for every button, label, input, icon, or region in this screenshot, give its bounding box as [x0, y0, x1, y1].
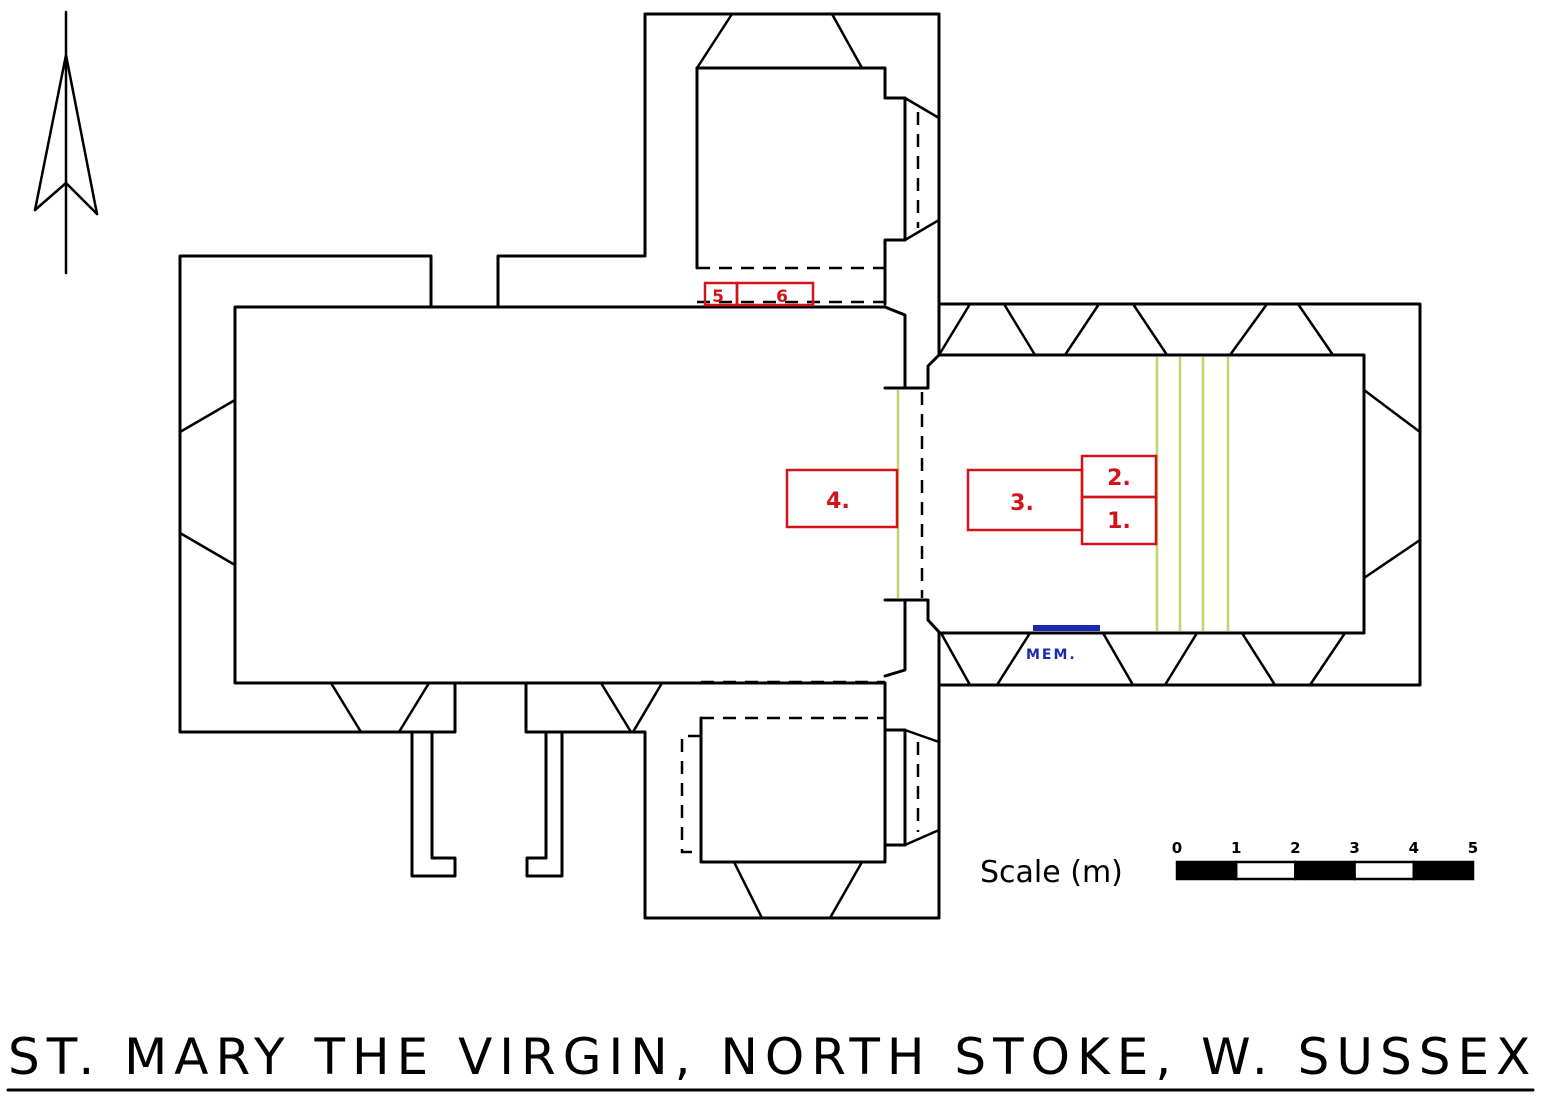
plan-title: ST. MARY THE VIRGIN, NORTH STOKE, W. SUS… [6, 1028, 1537, 1092]
memorial-label: MEM. [1026, 647, 1077, 663]
item-5-label: 5 [712, 287, 724, 307]
scale-ticks: 0 1 2 3 4 5 [1172, 839, 1478, 857]
item-1: 1. [1080, 495, 1158, 546]
scale-segment [1175, 860, 1238, 881]
item-2-label: 2. [1107, 466, 1131, 491]
item-3-label: 3. [1010, 491, 1034, 516]
scale-segment [1353, 860, 1416, 881]
scale-tick-label: 1 [1231, 839, 1241, 857]
item-4: 4. [785, 468, 899, 529]
item-1-label: 1. [1107, 509, 1131, 534]
item-2: 2. [1080, 454, 1158, 499]
chancel [937, 302, 1422, 687]
item-6-label: 6 [776, 287, 788, 307]
scale-bar: Scale (m) 0 1 2 3 4 5 [980, 839, 1478, 890]
scale-tick-label: 5 [1468, 839, 1478, 857]
north-arrow-icon [33, 10, 99, 275]
south-transept [680, 680, 941, 920]
item-6: 6 [735, 281, 815, 307]
nave [178, 12, 941, 920]
scale-tick-label: 4 [1409, 839, 1419, 857]
item-5: 5 [703, 281, 739, 307]
item-3: 3. [966, 468, 1084, 532]
chancel-arch [883, 302, 941, 685]
scale-tick-label: 2 [1290, 839, 1300, 857]
scale-segment [1294, 860, 1356, 881]
title-text: ST. MARY THE VIRGIN, NORTH STOKE, W. SUS… [8, 1028, 1537, 1086]
scale-segment [1412, 860, 1475, 881]
scale-tick-label: 3 [1349, 839, 1359, 857]
scale-label: Scale (m) [980, 855, 1123, 890]
memorial: MEM. [1026, 625, 1100, 663]
item-4-label: 4. [826, 489, 850, 514]
north-transept [695, 12, 941, 306]
scale-segment [1234, 860, 1297, 881]
scale-tick-label: 0 [1172, 839, 1182, 857]
scale-segments [1175, 860, 1475, 881]
porch [410, 730, 564, 878]
